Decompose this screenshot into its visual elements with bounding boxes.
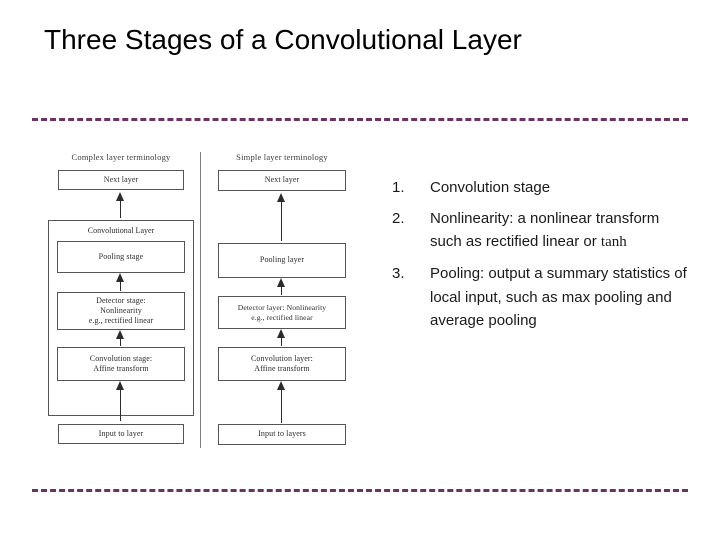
arrow-up-icon [116, 381, 125, 421]
arrow-up-icon [277, 329, 286, 346]
box-next-layer: Next layer [58, 170, 184, 190]
column-caption-simple: Simple layer terminology [236, 152, 328, 162]
box-detector-layer: Detector layer: Nonlinearity e.g., recti… [218, 296, 346, 329]
arrow-up-icon [277, 193, 286, 241]
box-next-layer: Next layer [218, 170, 346, 191]
list-item: 3. Pooling: output a summary statistics … [392, 262, 692, 333]
list-item-text-main: Nonlinearity: a nonlinear transform such… [430, 209, 660, 251]
arrow-up-icon [116, 273, 125, 291]
box-convolution-layer: Convolution layer: Affine transform [218, 347, 346, 381]
list-item-number: 1. [392, 179, 405, 196]
diagram-column-complex: Complex layer terminology Next layer Con… [46, 152, 196, 452]
box-convolution-stage: Convolution stage: Affine transform [57, 347, 185, 381]
arrow-up-icon [277, 278, 286, 295]
list-item-text-main: Convolution stage [430, 179, 551, 196]
divider-top [32, 118, 688, 121]
list-item-text-main: Pooling: output a summary statistics of … [430, 265, 687, 330]
column-divider [200, 152, 201, 448]
diagram-column-simple: Simple layer terminology Next layer Pool… [207, 152, 357, 452]
arrow-up-icon [116, 330, 125, 346]
column-caption-complex: Complex layer terminology [71, 152, 171, 162]
architecture-diagram: Complex layer terminology Next layer Con… [44, 152, 374, 452]
list-item: 2. Nonlinearity: a nonlinear transform s… [392, 207, 692, 255]
stages-list: 1. Convolution stage 2. Nonlinearity: a … [392, 176, 692, 340]
list-item-text-emphasis: tanh [600, 234, 627, 251]
arrow-up-icon [277, 381, 286, 423]
page-title: Three Stages of a Convolutional Layer [44, 24, 522, 55]
box-pooling-stage: Pooling stage [57, 241, 185, 273]
box-detector-stage: Detector stage: Nonlinearity e.g., recti… [57, 292, 185, 330]
box-input-to-layers: Input to layers [218, 424, 346, 445]
list-item-text: Pooling: output a summary statistics of … [430, 262, 692, 333]
list-item: 1. Convolution stage [392, 176, 692, 200]
list-item-number: 3. [392, 265, 405, 283]
group-label-convolutional-layer: Convolutional Layer [87, 226, 155, 235]
box-pooling-layer: Pooling layer [218, 243, 346, 278]
list-item-number: 2. [392, 209, 405, 227]
divider-bottom [32, 489, 688, 492]
list-item-text: Nonlinearity: a nonlinear transform such… [430, 207, 692, 255]
box-input-to-layer: Input to layer [58, 424, 184, 444]
list-item-text: Convolution stage [430, 176, 692, 200]
arrow-up-icon [116, 192, 125, 218]
